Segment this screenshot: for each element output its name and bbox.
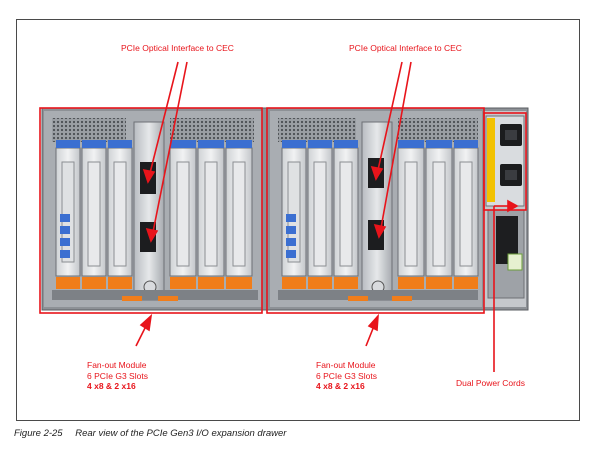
fanout-left-line1: Fan-out Module <box>87 360 147 370</box>
caption-text: Rear view of the PCIe Gen3 I/O expansion… <box>75 428 287 439</box>
fanout-left-line3: 4 x8 & 2 x16 <box>87 381 136 391</box>
highlight-box-left <box>39 107 263 314</box>
caption-number: Figure 2-25 <box>14 428 63 439</box>
fanout-right-line3: 4 x8 & 2 x16 <box>316 381 365 391</box>
label-power-cords: Dual Power Cords <box>456 378 525 388</box>
arrows-optical-left <box>142 61 188 243</box>
label-optical-right: PCIe Optical Interface to CEC <box>349 43 462 53</box>
fanout-right-line2: 6 PCIe G3 Slots <box>316 370 377 381</box>
label-fanout-left: Fan-out Module 6 PCIe G3 Slots 4 x8 & 2 … <box>87 360 148 392</box>
highlight-box-power <box>483 112 527 211</box>
fanout-right-line1: Fan-out Module <box>316 360 376 370</box>
fanout-module-right <box>278 118 479 301</box>
figure-caption: Figure 2-25 Rear view of the PCIe Gen3 I… <box>14 428 286 439</box>
arrows-fanout <box>135 313 379 347</box>
label-fanout-right: Fan-out Module 6 PCIe G3 Slots 4 x8 & 2 … <box>316 360 377 392</box>
fanout-left-line2: 6 PCIe G3 Slots <box>87 370 148 381</box>
arrows-optical-right <box>370 61 412 239</box>
fanout-module-left <box>52 118 258 301</box>
power-section <box>485 115 525 299</box>
label-optical-left: PCIe Optical Interface to CEC <box>121 43 234 53</box>
arrow-power <box>493 199 519 372</box>
